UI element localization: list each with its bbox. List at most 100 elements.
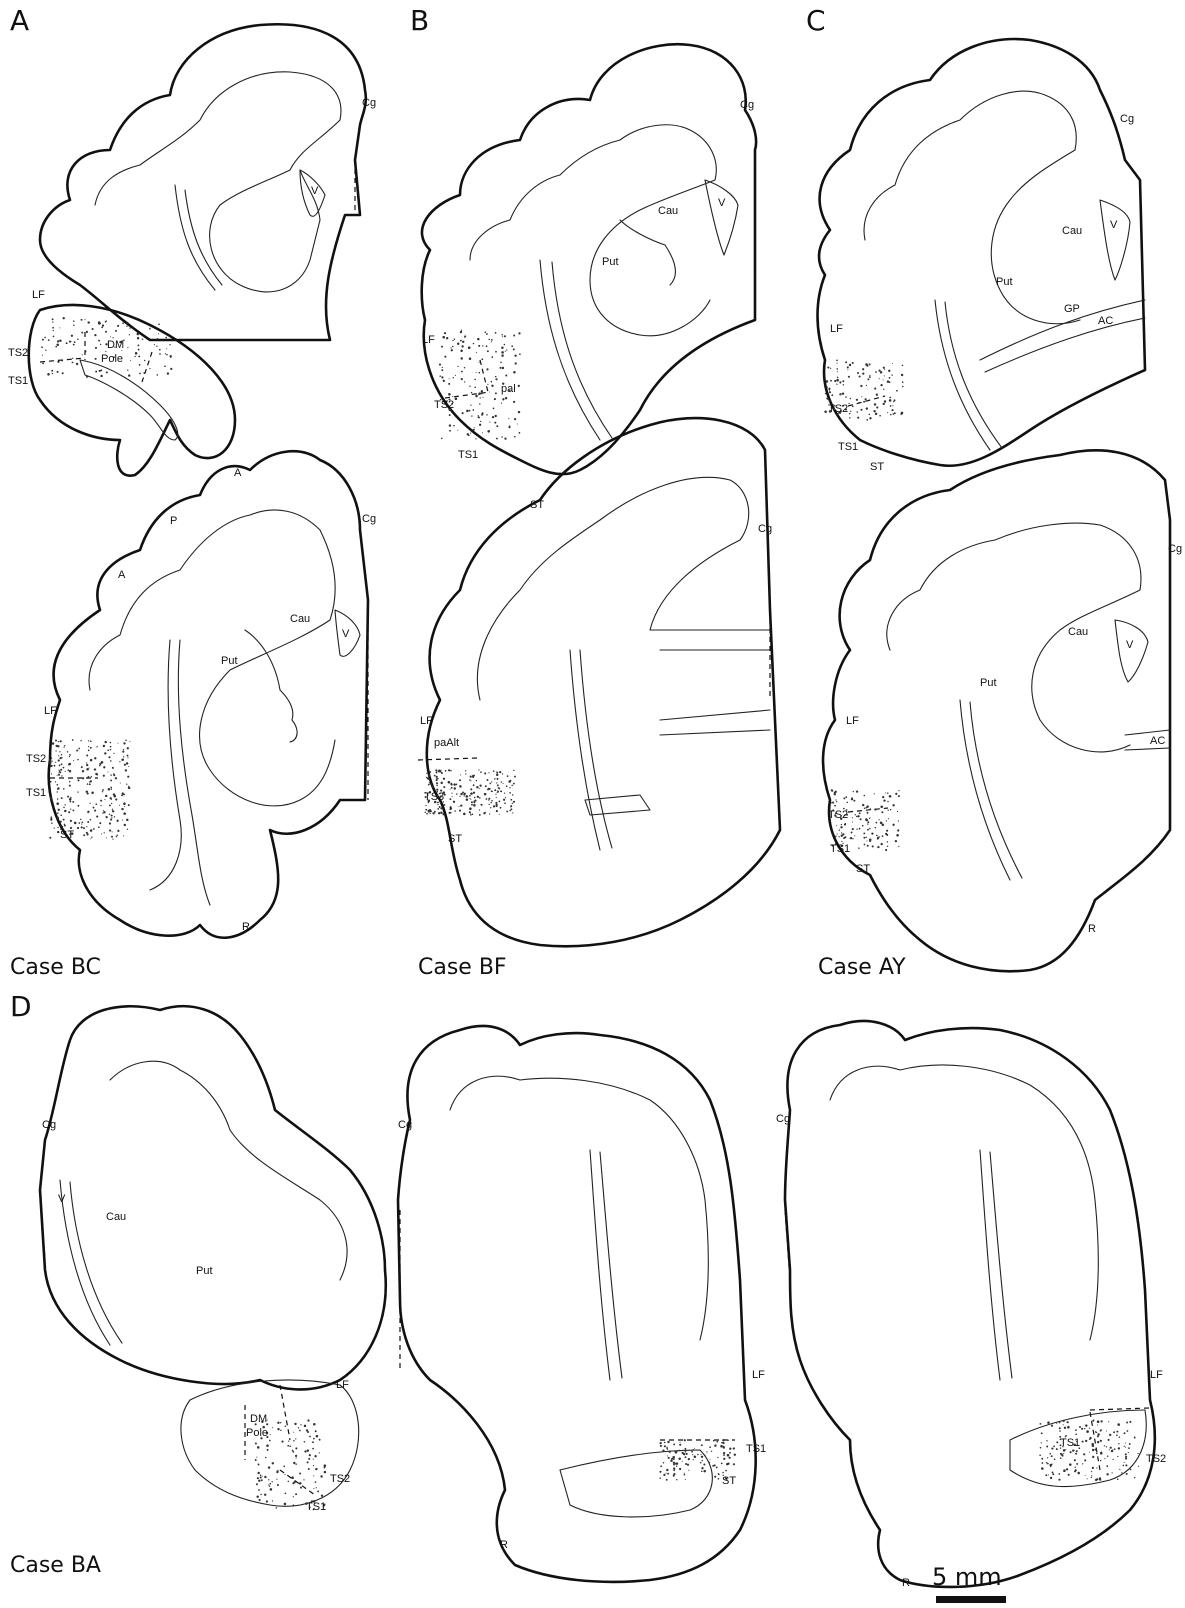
- section-d-middle-outline: [398, 1026, 756, 1582]
- section-c-upper-ac: [980, 300, 1145, 372]
- label-lf: LF: [44, 705, 57, 717]
- section-a-pole-outline: [29, 305, 235, 476]
- label-lf: LF: [420, 715, 433, 727]
- section-d-right: Cg LF TS1 TS2 R: [776, 1021, 1166, 1589]
- section-a-upper-inner: [95, 72, 341, 292]
- label-cau: Cau: [290, 613, 310, 625]
- label-ts1: TS1: [838, 441, 858, 453]
- label-cg: Cg: [42, 1119, 56, 1131]
- section-c-lower: Cg Cau V Put LF AC TS2 TS1 ST R: [823, 450, 1182, 971]
- label-ts3: TS3: [424, 791, 444, 803]
- stipple-d-right: [1039, 1420, 1139, 1482]
- label-ac: AC: [1098, 315, 1113, 327]
- section-c-upper: Cg Cau V Put GP AC LF TS2 TS1 ST: [818, 39, 1146, 473]
- label-put: Put: [602, 256, 619, 268]
- label-cau: Cau: [106, 1211, 126, 1223]
- label-cg: Cg: [758, 523, 772, 535]
- label-lf: LF: [336, 1379, 349, 1391]
- section-a-lower-caudate-fringe: [245, 630, 297, 742]
- label-lf: LF: [830, 323, 843, 335]
- label-dm: DM: [250, 1413, 267, 1425]
- label-cg: Cg: [398, 1119, 412, 1131]
- label-cg: Cg: [776, 1113, 790, 1125]
- label-ts1: TS1: [26, 787, 46, 799]
- section-d-middle-inner: [450, 1076, 708, 1340]
- label-v: V: [1126, 639, 1134, 651]
- label-dm: DM: [107, 339, 124, 351]
- label-r: R: [1088, 923, 1096, 935]
- label-ts1: TS1: [1060, 1437, 1080, 1449]
- label-cau: Cau: [1062, 225, 1082, 237]
- label-cau: Cau: [658, 205, 678, 217]
- label-ts1: TS1: [8, 375, 28, 387]
- label-ts2: TS2: [828, 403, 848, 415]
- label-ac: AC: [1150, 735, 1165, 747]
- section-a-lower-outline: [49, 451, 368, 937]
- label-pole: Pole: [246, 1427, 268, 1439]
- label-ts2: TS2: [1146, 1453, 1166, 1465]
- section-d-right-inner: [830, 1065, 1098, 1340]
- label-cg: Cg: [362, 97, 376, 109]
- section-d-middle: Cg LF TS1 ST R: [398, 1026, 766, 1582]
- section-b-lower-commissure: [660, 710, 770, 735]
- label-pal: pal: [501, 383, 516, 395]
- section-b-lower-inner: [477, 477, 748, 700]
- scale-bar: [936, 1596, 1006, 1603]
- section-b-upper: Cg Cau V Put LF pal TS2 TS1 ST: [422, 44, 756, 511]
- section-d-right-outline: [785, 1021, 1155, 1587]
- label-put: Put: [196, 1265, 213, 1277]
- section-c-lower-ventricle: [1115, 620, 1148, 682]
- label-gp: GP: [1064, 303, 1080, 315]
- label-lf: LF: [32, 289, 45, 301]
- label-st: ST: [448, 833, 462, 845]
- section-d-left-pole: [181, 1380, 359, 1506]
- label-ts2: TS2: [828, 809, 848, 821]
- section-c-upper-inner: [864, 91, 1080, 324]
- section-a-upper: Cg V LF: [32, 24, 376, 340]
- label-r: R: [500, 1539, 508, 1551]
- label-ts1: TS1: [746, 1443, 766, 1455]
- label-ts1: TS1: [830, 843, 850, 855]
- label-st: ST: [870, 461, 884, 473]
- label-cg: Cg: [1120, 113, 1134, 125]
- label-v: V: [342, 628, 350, 640]
- label-lf: LF: [422, 334, 435, 346]
- section-c-lower-inner: [887, 523, 1141, 752]
- label-ts2: TS2: [330, 1473, 350, 1485]
- section-b-lower-outline: [427, 418, 780, 946]
- label-ts1: TS1: [458, 449, 478, 461]
- label-p: P: [170, 515, 177, 527]
- label-ts2: TS2: [434, 399, 454, 411]
- section-d-left-outline: [40, 1006, 386, 1389]
- section-c-lower-outline: [823, 450, 1170, 971]
- label-lf: LF: [846, 715, 859, 727]
- section-a-pole-inner: [80, 360, 178, 440]
- label-ts2: TS2: [8, 347, 28, 359]
- label-ts1: TS1: [306, 1501, 326, 1513]
- section-b-upper-inner: [470, 125, 716, 336]
- label-cg: Cg: [362, 513, 376, 525]
- section-a-upper-outline: [40, 24, 366, 340]
- section-a-lower: A P A Cg Cau V Put LF TS2 TS1 ST R: [26, 451, 376, 937]
- label-st: ST: [722, 1475, 736, 1487]
- section-b-lower: Cg LF paAlt TS3 ST: [418, 418, 780, 946]
- label-cg: Cg: [1168, 543, 1182, 555]
- label-a-side: A: [118, 569, 126, 581]
- label-cg: Cg: [740, 99, 754, 111]
- label-r: R: [242, 921, 250, 933]
- label-pole: Pole: [101, 353, 123, 365]
- label-put: Put: [221, 655, 238, 667]
- label-paalt: paAlt: [434, 737, 459, 749]
- label-st: ST: [856, 863, 870, 875]
- scale-bar-label: 5 mm: [932, 1563, 1002, 1591]
- section-d-left: Cg V Cau Put LF DM Pole TS2 TS1: [40, 1006, 386, 1513]
- label-v: V: [58, 1193, 66, 1205]
- label-lf: LF: [1150, 1369, 1163, 1381]
- label-put: Put: [980, 677, 997, 689]
- label-lf: LF: [752, 1369, 765, 1381]
- label-r: R: [902, 1577, 910, 1589]
- label-v: V: [311, 185, 319, 197]
- section-d-left-inner: [110, 1061, 347, 1280]
- section-b-upper-outline: [422, 44, 756, 474]
- label-v: V: [1110, 219, 1118, 231]
